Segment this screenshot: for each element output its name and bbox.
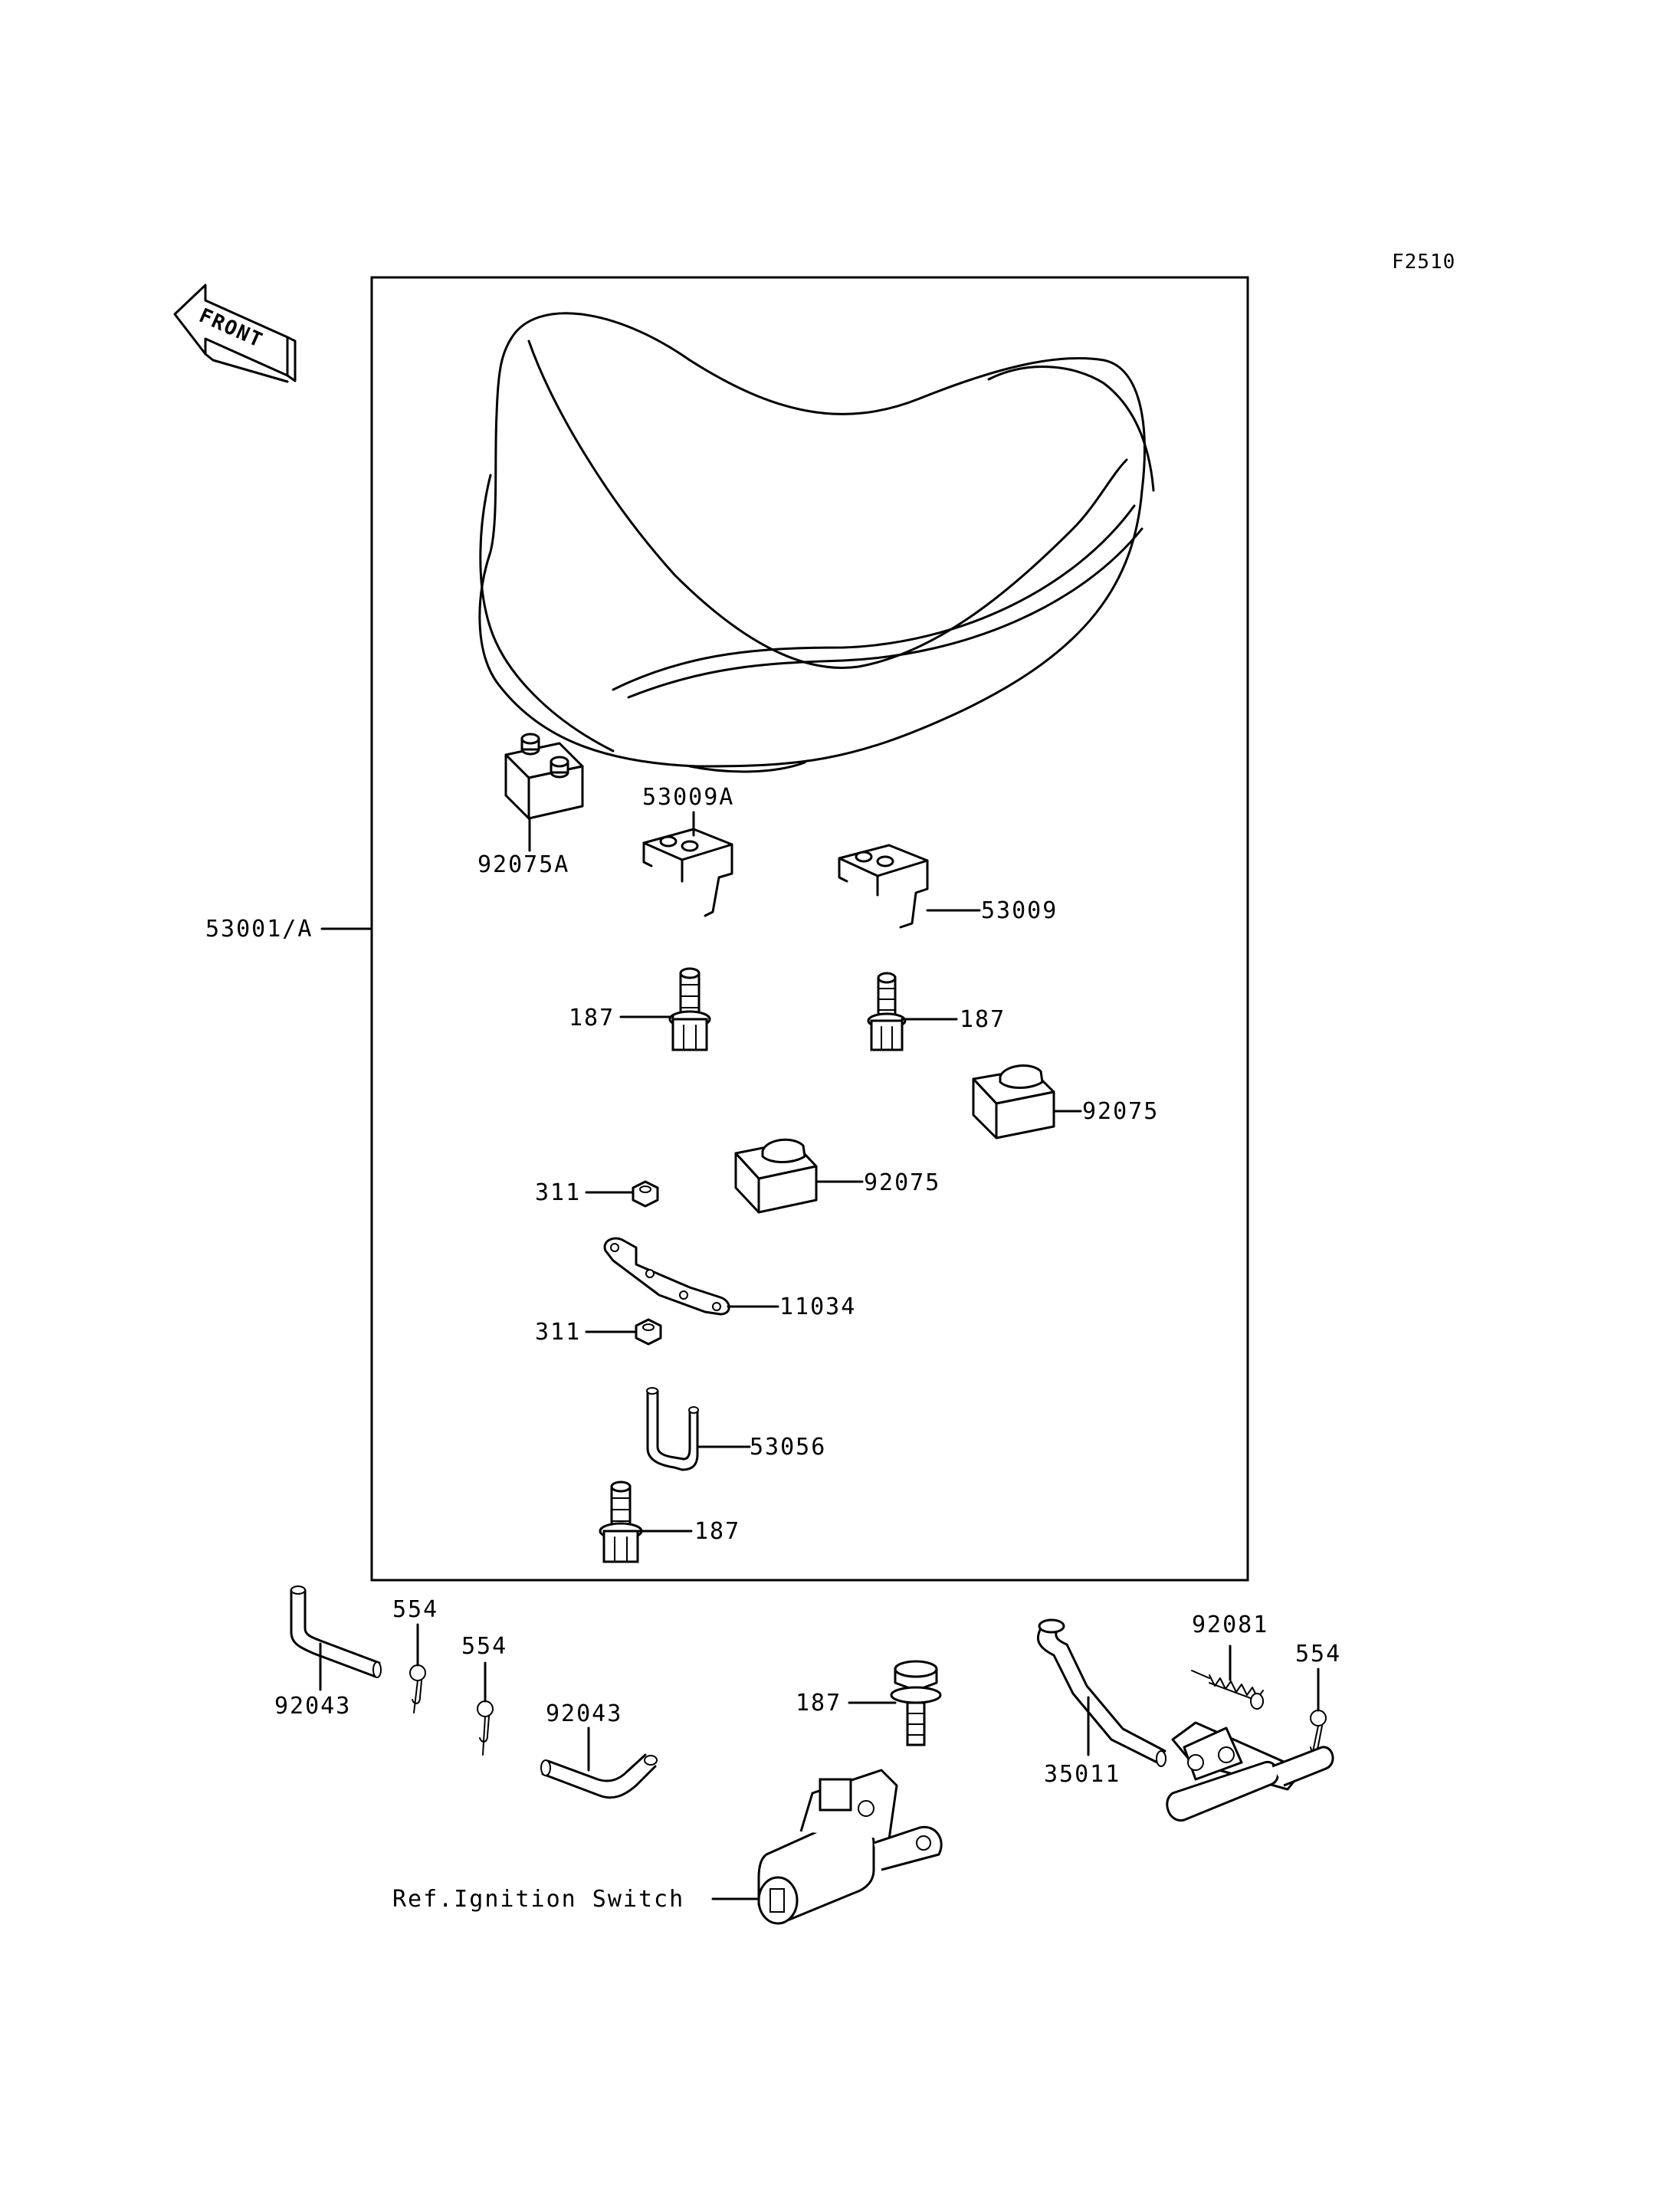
label-554-3: 554 [1295, 1641, 1341, 1667]
label-311-2: 311 [535, 1319, 581, 1346]
ignition-switch-drawing [757, 1769, 943, 1925]
pipe-92043-1-drawing [290, 1585, 382, 1678]
label-92043-2: 92043 [546, 1700, 622, 1727]
damper-92075-right-drawing [972, 1064, 1055, 1139]
damper-92075a-drawing [504, 733, 584, 820]
nut-311-2-drawing [635, 1318, 662, 1346]
bracket-53009a-drawing [642, 828, 733, 917]
plate-11034-drawing [603, 1237, 730, 1316]
bolt-187-4-drawing [890, 1660, 942, 1746]
label-ignition-ref: Ref.Ignition Switch [392, 1886, 684, 1913]
bolt-187-2-drawing [867, 972, 907, 1051]
label-92075-1: 92075 [1082, 1098, 1159, 1125]
pin-554-2-drawing [477, 1700, 494, 1756]
label-92081: 92081 [1192, 1612, 1268, 1638]
bolt-187-3-drawing [599, 1481, 643, 1563]
pin-554-1-drawing [409, 1664, 426, 1713]
seat-drawing [478, 312, 1155, 773]
label-53056: 53056 [750, 1434, 826, 1461]
label-53001-a: 53001/A [205, 916, 313, 943]
label-35011: 35011 [1044, 1761, 1121, 1788]
label-187-2: 187 [960, 1006, 1006, 1033]
hook-53056-drawing [646, 1387, 699, 1471]
lever-35011-drawing [1036, 1618, 1334, 1822]
label-92043-1: 92043 [274, 1693, 351, 1720]
damper-92075-center-drawing [734, 1138, 818, 1214]
front-arrow-icon: FRONT [173, 284, 297, 383]
pipe-92043-2-drawing [540, 1753, 658, 1799]
label-53009a: 53009A [642, 784, 734, 811]
label-187-1: 187 [569, 1005, 615, 1031]
label-187-4: 187 [796, 1690, 842, 1717]
bracket-53009-drawing [838, 844, 929, 929]
spring-92081-drawing [1191, 1670, 1264, 1710]
label-92075-2: 92075 [864, 1169, 940, 1196]
label-554-1: 554 [392, 1596, 438, 1623]
label-187-3: 187 [694, 1518, 740, 1545]
label-92075a: 92075A [477, 851, 569, 878]
label-11034: 11034 [779, 1294, 856, 1320]
label-554-2: 554 [461, 1633, 507, 1660]
diagram-code: F2510 [1392, 251, 1455, 274]
label-311-1: 311 [535, 1179, 581, 1206]
bolt-187-1-drawing [668, 967, 711, 1051]
label-53009: 53009 [981, 897, 1058, 924]
nut-311-1-drawing [632, 1180, 659, 1208]
